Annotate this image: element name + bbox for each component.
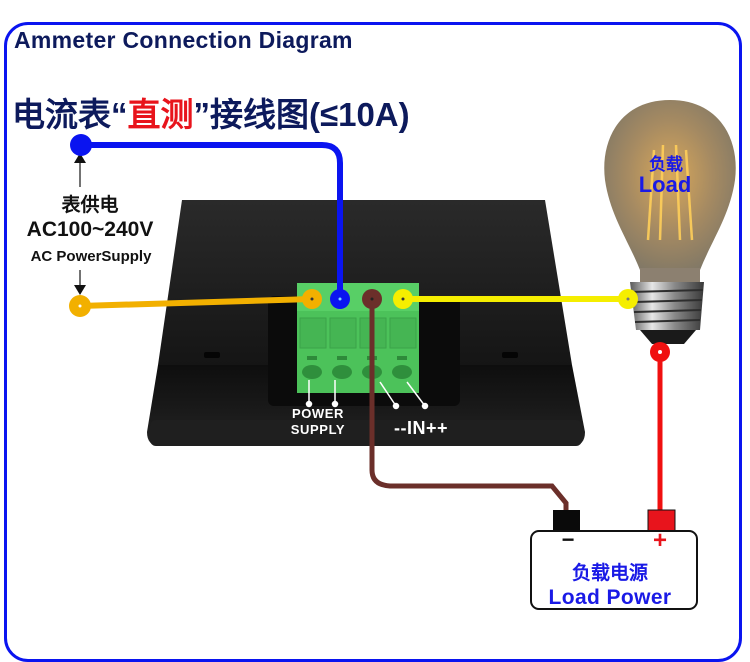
load-power-label-cn: 负载电源 <box>571 563 648 584</box>
load-label-en: Load <box>638 172 692 197</box>
battery-negative-symbol: − <box>561 527 575 552</box>
blue-endpoint-dot <box>70 134 92 156</box>
title-cn-suffix: ”接线图(≤10A) <box>193 96 410 133</box>
arrow-up-icon <box>74 153 86 163</box>
light-bulb <box>604 100 736 344</box>
power-supply-arrows <box>74 153 86 295</box>
device-lower-lip <box>150 420 582 446</box>
bulb-neck <box>640 268 700 282</box>
mount-slot-left <box>204 352 220 358</box>
battery-negative-terminal <box>553 510 580 532</box>
bulb-screw-base <box>630 282 704 330</box>
terminal-screw-4 <box>392 365 412 379</box>
bulb-threads <box>631 289 704 323</box>
load-label-cn: 负载 <box>649 155 683 174</box>
power-supply-voltage: AC100~240V <box>26 218 154 241</box>
terminal-power-line1: POWER <box>291 406 345 421</box>
battery-body <box>530 530 698 610</box>
arrow-down-icon <box>74 285 86 295</box>
wiring-diagram <box>69 100 736 610</box>
terminal-screw-2 <box>332 365 352 379</box>
title-chinese: 电流表“直测”接线图(≤10A) <box>12 88 410 136</box>
terminal-power-line2: SUPPLY <box>290 422 346 437</box>
power-supply-label-cn: 表供电 <box>61 195 119 216</box>
bulb-filaments <box>646 144 694 241</box>
load-power-battery <box>530 509 698 610</box>
bulb-glass <box>604 100 736 270</box>
ammeter-device <box>147 200 585 446</box>
device-top-face <box>158 200 572 365</box>
terminal-screw-1 <box>302 365 322 379</box>
bulb-tip <box>640 330 696 344</box>
wire-blue-power <box>80 142 343 300</box>
title-cn-prefix: 电流表“ <box>12 96 128 133</box>
wire-brown-negative <box>369 299 569 514</box>
title-cn-highlight: 直测 <box>127 96 194 133</box>
terminal-pointers <box>305 380 429 410</box>
mount-slot-right <box>502 352 518 358</box>
power-supply-label-en: AC PowerSupply <box>30 248 152 265</box>
title-english: Ammeter Connection Diagram <box>14 27 353 53</box>
wire-orange-power <box>79 296 313 309</box>
load-power-label-en: Load Power <box>548 586 672 609</box>
battery-positive-symbol: + <box>652 527 667 554</box>
terminal-input-label: --IN++ <box>393 418 448 438</box>
